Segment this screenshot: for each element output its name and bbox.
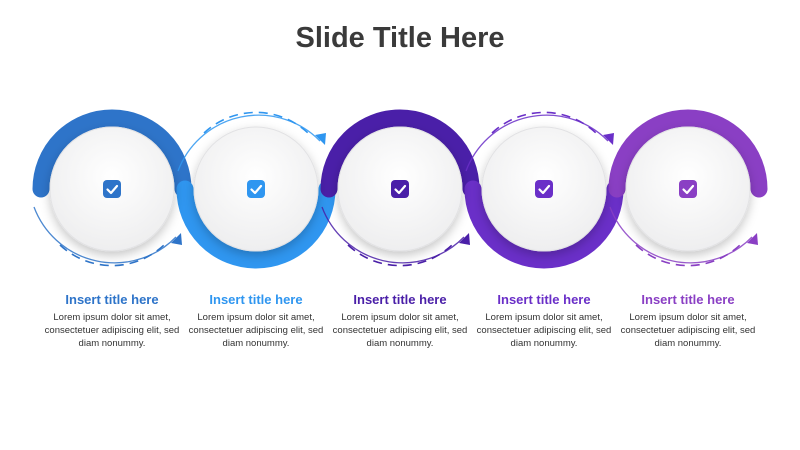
step-ring-3: [320, 109, 480, 198]
step-ring-2: [176, 180, 336, 269]
step-description: Lorem ipsum dolor sit amet, consectetuer…: [476, 312, 612, 349]
step-outline-arc-4: [465, 114, 609, 172]
step-ring-5: [608, 109, 768, 198]
step-description: Lorem ipsum dolor sit amet, consectetuer…: [44, 312, 180, 349]
step-node-1: [49, 126, 175, 252]
step-outline-arc-3: [321, 206, 465, 264]
check-icon: [391, 180, 409, 198]
arrow-head-icon: [171, 233, 182, 245]
check-icon: [103, 180, 121, 198]
step-title: Insert title here: [65, 292, 159, 307]
check-icon: [679, 180, 697, 198]
step-node-5: [625, 126, 751, 252]
arrow-head-icon: [603, 133, 614, 145]
step-description: Lorem ipsum dolor sit amet, consectetuer…: [620, 312, 756, 349]
check-icon: [247, 180, 265, 198]
step-ring-1: [32, 109, 192, 198]
step-title: Insert title here: [353, 292, 447, 307]
step-node-4: [481, 126, 607, 252]
slide-title: Slide Title Here: [295, 22, 505, 54]
step-description: Lorem ipsum dolor sit amet, consectetuer…: [188, 312, 324, 349]
arrow-head-icon: [315, 133, 326, 145]
step-outline-arc-2: [177, 114, 321, 172]
step-outline-arc-1: [33, 206, 177, 264]
arrow-head-icon: [459, 233, 470, 245]
step-title: Insert title here: [497, 292, 591, 307]
check-icon: [535, 180, 553, 198]
step-ring-4: [464, 180, 624, 269]
step-title: Insert title here: [641, 292, 735, 307]
step-description: Lorem ipsum dolor sit amet, consectetuer…: [332, 312, 468, 349]
step-outline-arc-5: [609, 206, 753, 264]
step-title: Insert title here: [209, 292, 303, 307]
arrow-head-icon: [747, 233, 758, 245]
step-node-2: [193, 126, 319, 252]
step-node-3: [337, 126, 463, 252]
